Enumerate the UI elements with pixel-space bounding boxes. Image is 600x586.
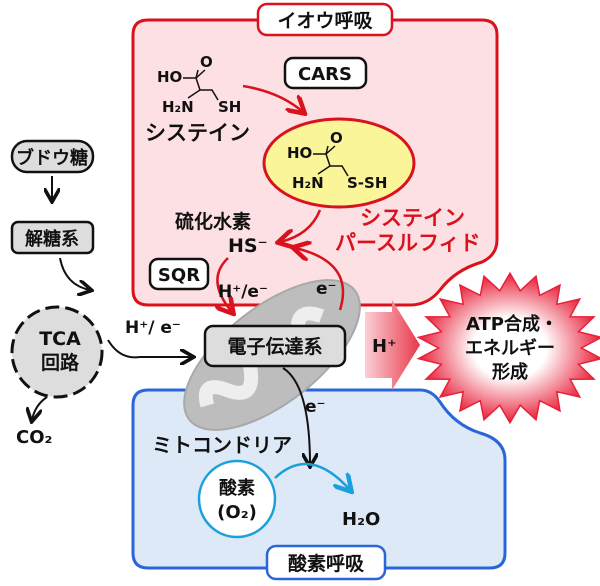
persulfide-ellipse <box>262 117 416 209</box>
glycolysis-arrow <box>59 257 90 290</box>
cysteine-structure: HO O H₂N SH <box>157 53 241 116</box>
sqr-box <box>148 257 210 291</box>
svg-text:HO: HO <box>157 68 182 86</box>
etc-label: 電子伝達系 <box>227 335 322 358</box>
oxygen-label-1: 酸素 <box>219 477 255 499</box>
etc-to-oxygen-arrow <box>282 367 310 465</box>
svg-text:H₂N: H₂N <box>292 174 324 192</box>
tca-cycle-circle <box>10 305 104 399</box>
sqr-h-e-label: H⁺/e⁻ <box>218 282 268 302</box>
glucose-box <box>10 139 95 174</box>
cars-enzyme-box <box>283 56 368 90</box>
oxygen-circle <box>197 459 277 539</box>
oxygen-respiration-title-box <box>265 544 387 581</box>
co2-label: CO₂ <box>16 427 52 448</box>
tca-h-e-label: H⁺/ e⁻ <box>125 318 181 338</box>
etc-e-label: e⁻ <box>305 397 326 417</box>
cars-arrow <box>242 84 303 112</box>
proton-arrow <box>365 300 420 390</box>
glycolysis-label: 解糖系 <box>25 228 79 250</box>
atp-line-2: エネルギー <box>465 338 555 359</box>
atp-line-1: ATP合成・ <box>466 313 558 335</box>
svg-text:S-SH: S-SH <box>347 174 387 192</box>
oxygen-label-2: (O₂) <box>217 502 257 523</box>
etc-box <box>203 324 347 368</box>
tca-label-1: TCA <box>39 328 81 350</box>
proton-label: H⁺ <box>372 336 397 357</box>
svg-text:O: O <box>200 53 213 71</box>
hs-label: HS⁻ <box>228 235 268 257</box>
sqr-label: SQR <box>158 265 200 286</box>
persulfide-label-1: システイン <box>360 206 465 230</box>
svg-text:O: O <box>330 129 343 147</box>
co2-arrow <box>32 396 48 420</box>
svg-text:SH: SH <box>218 98 241 116</box>
svg-text:HO: HO <box>287 144 312 162</box>
persulfide-to-hs-arrow <box>280 209 322 242</box>
sulfur-respiration-title-box <box>256 2 394 37</box>
tca-to-etc-arrow <box>107 339 192 357</box>
e-to-hs-arrow <box>295 248 345 311</box>
water-label: H₂O <box>342 509 380 530</box>
cysteine-label: システイン <box>145 121 250 145</box>
oxygen-respiration-title: 酸素呼吸 <box>288 552 365 575</box>
sulfur-e-label: e⁻ <box>316 279 337 299</box>
sqr-arrow <box>217 257 232 312</box>
hydrogen-sulfide-label: 硫化水素 <box>175 210 251 233</box>
atp-starburst <box>416 271 600 425</box>
svg-text:H₂N: H₂N <box>162 98 194 116</box>
atp-line-3: 形成 <box>492 361 528 383</box>
cars-enzyme-label: CARS <box>298 64 352 85</box>
persulfide-structure: HO O H₂N S-SH <box>287 129 387 192</box>
persulfide-label-2: パースルフィド <box>335 231 481 255</box>
mitochondria-label: ミトコンドリア <box>152 433 292 457</box>
tca-label-2: 回路 <box>41 351 80 374</box>
oxygen-to-water-arrow <box>274 462 350 490</box>
glycolysis-box <box>10 220 95 255</box>
glucose-label: ブドウ糖 <box>16 147 88 169</box>
sulfur-respiration-title: イオウ呼吸 <box>277 10 373 32</box>
